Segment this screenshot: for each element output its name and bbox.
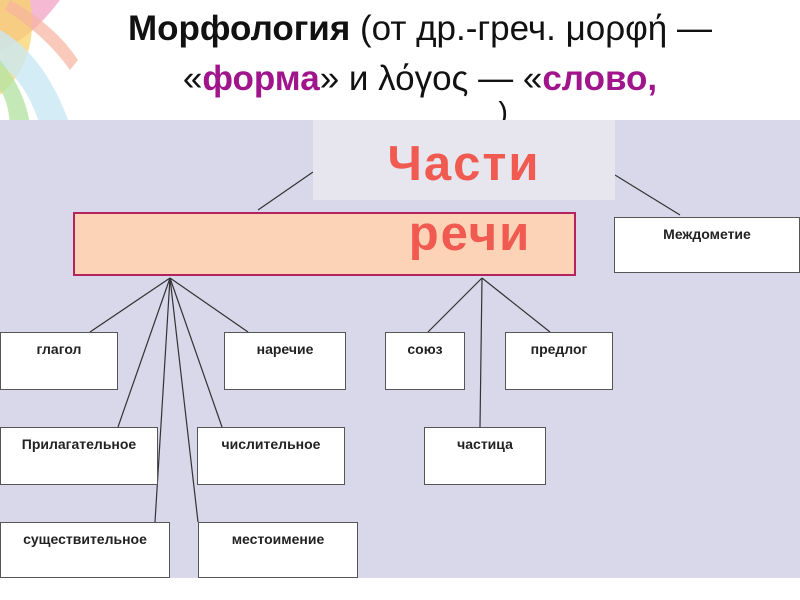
node-numeral: числительное xyxy=(197,427,345,485)
connector-top-right xyxy=(614,174,681,216)
parts-of-speech-diagram: Части речи Междометие глагол наречие сою… xyxy=(0,120,800,578)
parts-label-backdrop xyxy=(313,120,615,200)
title-part1: (от др.-греч. μορφή — xyxy=(350,9,712,48)
connector-adjective xyxy=(117,277,171,428)
node-adjective: Прилагательное xyxy=(0,427,158,485)
connector-conjunction xyxy=(427,277,483,333)
node-conjunction: союз xyxy=(385,332,465,390)
parts-label-line2: речи xyxy=(408,207,532,261)
node-interjection: Междометие xyxy=(614,217,800,273)
title-slovo: слово, xyxy=(542,59,658,98)
title-forma: форма xyxy=(202,59,320,98)
connector-pronoun xyxy=(169,277,199,523)
node-particle: частица xyxy=(424,427,546,485)
decorative-corner-ribbons xyxy=(0,0,78,125)
connector-top-left xyxy=(257,171,314,211)
connector-particle xyxy=(479,277,483,428)
connector-adverb xyxy=(169,277,249,333)
parts-of-speech-box xyxy=(73,212,576,276)
connector-preposition xyxy=(481,277,551,333)
connector-numeral xyxy=(169,277,223,428)
slide-title: Морфология (от др.-греч. μορφή — «форма»… xyxy=(40,4,800,104)
parts-label-line1: Части xyxy=(387,137,541,191)
title-part2: » и λόγος — « xyxy=(319,59,543,98)
connector-verb xyxy=(89,277,171,333)
node-adverb: наречие xyxy=(224,332,346,390)
title-quote-open: « xyxy=(182,59,203,98)
title-bold-word: Морфология xyxy=(127,9,351,48)
node-verb: глагол xyxy=(0,332,118,390)
node-pronoun: местоимение xyxy=(198,522,358,578)
node-preposition: предлог xyxy=(505,332,613,390)
node-noun: существительное xyxy=(0,522,170,578)
title-line3-clipped: ) xyxy=(498,101,508,121)
